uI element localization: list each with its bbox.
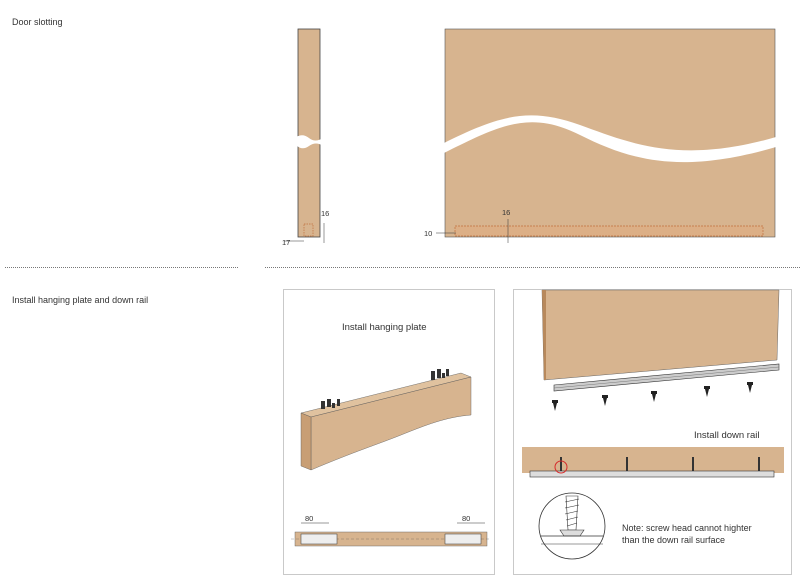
divider-left — [5, 267, 238, 268]
hanging-plate-illustration — [300, 369, 472, 471]
note-text: Note: screw head cannot highter than the… — [622, 522, 792, 546]
slot-groove — [303, 223, 314, 237]
highlight-marker — [554, 460, 568, 474]
plate-left — [300, 533, 338, 545]
door-board-side — [300, 412, 312, 471]
screw-head — [559, 529, 585, 537]
door-side-edge — [297, 28, 321, 238]
dim-label-height: 16 — [321, 209, 329, 218]
panel-title: Install hanging plate — [342, 322, 427, 333]
dim-label-left: 80 — [305, 514, 313, 523]
door-panel — [444, 28, 776, 238]
note-line-2: than the down rail surface — [622, 535, 726, 545]
hanging-bracket-icon — [431, 369, 449, 380]
down-rail-illustration — [541, 289, 780, 411]
hanging-plate-layout: 80 80 — [291, 514, 489, 547]
note-line-1: Note: screw head cannot highter — [622, 523, 752, 533]
panel-hanging-plate: Install hanging plate 80 80 — [283, 289, 495, 575]
section-title-install: Install hanging plate and down rail — [12, 295, 149, 305]
door-panel-edge — [542, 290, 546, 380]
door-front-view: 10 16 — [424, 28, 776, 243]
dim-label-width: 17 — [282, 238, 290, 247]
rail-section-view — [522, 447, 784, 478]
section-title-door-slotting: Door slotting — [12, 17, 63, 27]
door-panel-angled — [541, 289, 780, 381]
hanging-bracket-icon — [321, 399, 340, 409]
screw-icon — [552, 382, 753, 411]
bottom-slot — [454, 225, 764, 237]
dim-label-offset: 10 — [424, 229, 432, 238]
break-line — [296, 135, 323, 149]
door-bottom-strip — [522, 447, 784, 473]
door-side-view: 17 16 — [282, 28, 329, 247]
screw-post — [560, 457, 760, 471]
panel-down-rail: Install down rail Note: screw head canno… — [513, 289, 792, 575]
divider-right — [265, 267, 800, 268]
rail-groove — [553, 366, 780, 389]
dim-label-height: 16 — [502, 208, 510, 217]
door-board-front — [310, 376, 472, 471]
plate-right — [444, 533, 482, 545]
rail-profile — [529, 470, 775, 478]
panel-caption: Install down rail — [694, 430, 760, 441]
dim-label-right: 80 — [462, 514, 470, 523]
break-wave — [444, 115, 776, 163]
screw-detail-magnifier — [538, 492, 606, 560]
